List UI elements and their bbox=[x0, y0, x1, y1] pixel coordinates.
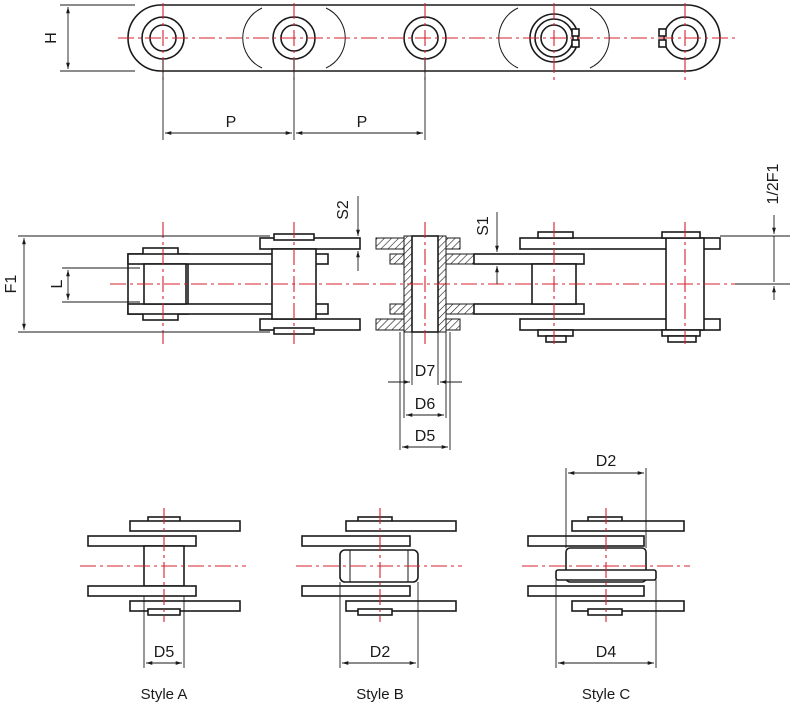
d2-style-b-label: D2 bbox=[370, 644, 391, 661]
style-b-caption: Style B bbox=[356, 686, 404, 703]
style-a-caption: Style A bbox=[141, 686, 188, 703]
l-label: L bbox=[49, 279, 66, 288]
s2-label: S2 bbox=[335, 200, 352, 220]
link-right bbox=[473, 231, 721, 343]
d7-label: D7 bbox=[415, 363, 436, 380]
p-label-2: P bbox=[357, 114, 368, 131]
p-label-1: P bbox=[226, 114, 237, 131]
top-view: H P P bbox=[43, 3, 735, 140]
style-a-view: D5 bbox=[80, 508, 246, 668]
h-label: H bbox=[43, 32, 60, 44]
style-c-caption: Style C bbox=[582, 686, 631, 703]
d4-label: D4 bbox=[596, 644, 617, 661]
d2-style-c-label: D2 bbox=[596, 453, 617, 470]
style-c-view: D2 D4 bbox=[522, 453, 690, 668]
f1-label: F1 bbox=[3, 275, 20, 294]
s1-label: S1 bbox=[475, 216, 492, 236]
plate-joint bbox=[242, 7, 263, 69]
d5-style-a-label: D5 bbox=[154, 644, 175, 661]
section-view: F1 L S2 S1 1/2F1 D7 D6 D5 bbox=[3, 163, 790, 450]
half-f1-label: 1/2F1 bbox=[765, 163, 782, 204]
d5-label: D5 bbox=[415, 428, 436, 445]
style-b-view: D2 bbox=[296, 508, 462, 668]
d6-label: D6 bbox=[415, 396, 436, 413]
